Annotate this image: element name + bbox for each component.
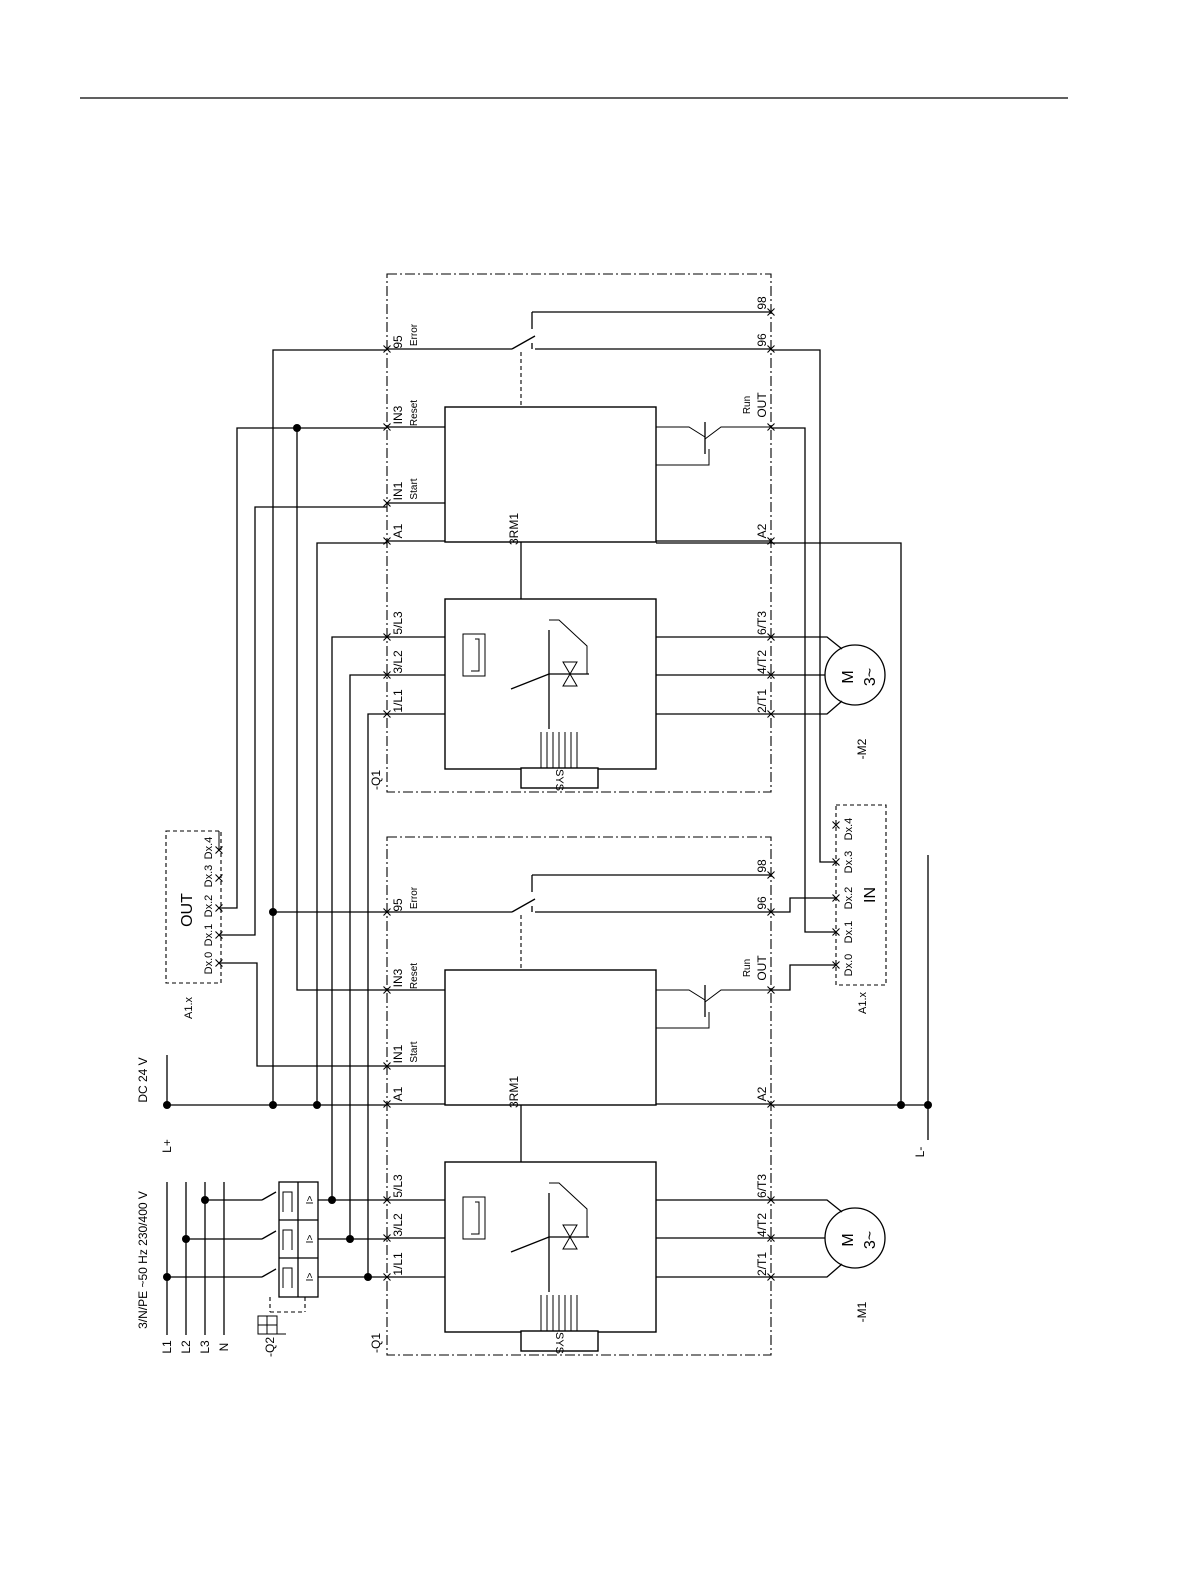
unit-1-run: Run: [742, 959, 753, 977]
unit-1-t98: 98: [755, 859, 769, 873]
unit-1-in1: IN1: [391, 1044, 405, 1063]
lplus-label: L+: [160, 1139, 174, 1153]
plc-in-dx0: Dx.0: [843, 954, 855, 977]
power-feed-unit-2: [328, 636, 387, 1281]
unit-1-out: OUT: [755, 955, 769, 981]
plc-out-dx3: Dx.3: [203, 865, 215, 888]
dc-supply: [163, 349, 932, 1140]
unit-2-run: Run: [742, 396, 753, 414]
unit-2-reset: Reset: [409, 400, 420, 426]
unit-2-error: Error: [409, 323, 420, 346]
unit-2-out: OUT: [755, 392, 769, 418]
l2-label: L2: [179, 1340, 193, 1354]
plc-output-module: A1.x OUT Dx.0 Dx.1 Dx.2 Dx.3 Dx.4: [165, 424, 387, 1067]
unit-1-in3: IN3: [391, 968, 405, 987]
circuit-breaker-q2: -Q2 I> I> I>: [257, 1181, 387, 1357]
unit-1-l1: 1/L1: [391, 1252, 405, 1276]
plc-in-dx1: Dx.1: [843, 921, 855, 944]
plc-out-title: OUT: [179, 893, 196, 927]
unit-2-t3: 6/T3: [755, 611, 769, 635]
unit-2-t98: 98: [755, 296, 769, 310]
ac-supply: [163, 1182, 262, 1335]
unit-2-l3: 5/L3: [391, 611, 405, 635]
n-label: N: [217, 1343, 231, 1352]
plc-out-dx0: Dx.0: [203, 952, 215, 975]
plc-in-dx4: Dx.4: [843, 818, 855, 841]
plc-in-dx2: Dx.2: [843, 887, 855, 910]
unit-1-error: Error: [409, 886, 420, 909]
unit-2-t2: 4/T2: [755, 650, 769, 674]
breaker-trip-label: I>: [305, 1273, 316, 1282]
unit-1-a1: A1: [391, 1086, 405, 1101]
motor-2-phase: 3~: [862, 668, 879, 686]
unit-2-labels: -Q1 3RM1 SYS 95 Error IN3 Reset IN1 Star…: [369, 296, 879, 791]
plc-out-dx1: Dx.1: [203, 924, 215, 947]
unit-1-l3: 5/L3: [391, 1174, 405, 1198]
unit-2-t1: 2/T1: [755, 689, 769, 713]
motor-2-tag: -M2: [855, 738, 869, 759]
supply-labels: 3/N/PE ~50 Hz 230/400 V L1 L2 L3 N DC 24…: [136, 1057, 927, 1353]
unit-1-device: 3RM1: [507, 1076, 521, 1108]
unit-2-a1: A1: [391, 523, 405, 538]
unit-1-t95: 95: [391, 898, 405, 912]
unit-1-start: Start: [409, 1041, 420, 1062]
unit-2-start: Start: [409, 478, 420, 499]
unit-1-sys: SYS: [553, 1332, 565, 1354]
plc-out-dx4: Dx.4: [203, 837, 215, 860]
motor-1-tag: -M1: [855, 1301, 869, 1322]
motor-1-phase: 3~: [862, 1231, 879, 1249]
ac-supply-label: 3/N/PE ~50 Hz 230/400 V: [136, 1191, 150, 1329]
unit-2-tag: -Q1: [369, 770, 383, 790]
unit-1-t96: 96: [755, 896, 769, 910]
plc-out-tag: A1.x: [183, 996, 195, 1019]
l1-label: L1: [160, 1340, 174, 1354]
unit-1-t2: 4/T2: [755, 1213, 769, 1237]
plc-input-module: A1.x IN Dx.0 Dx.1 Dx.2 Dx.3 Dx.4: [771, 349, 887, 1014]
breaker-trip-label: I>: [305, 1196, 316, 1205]
soft-starter-2: [384, 274, 886, 792]
unit-2-t95: 95: [391, 335, 405, 349]
soft-starter-1: [384, 837, 886, 1355]
plc-in-title: IN: [862, 887, 879, 903]
unit-2-l2: 3/L2: [391, 650, 405, 674]
motor-1-m: M: [840, 1233, 857, 1246]
dc-supply-label: DC 24 V: [136, 1057, 150, 1102]
unit-1-reset: Reset: [409, 963, 420, 989]
unit-2-a2: A2: [755, 523, 769, 538]
unit-1-t1: 2/T1: [755, 1252, 769, 1276]
unit-1-a2: A2: [755, 1086, 769, 1101]
unit-2-in3: IN3: [391, 405, 405, 424]
unit-1-l2: 3/L2: [391, 1213, 405, 1237]
unit-2-device: 3RM1: [507, 513, 521, 545]
unit-1-t3: 6/T3: [755, 1174, 769, 1198]
plc-out-dx2: Dx.2: [203, 895, 215, 918]
motor-2-m: M: [840, 670, 857, 683]
unit-2-sys: SYS: [553, 769, 565, 791]
plc-in-dx3: Dx.3: [843, 851, 855, 874]
unit-2-t96: 96: [755, 333, 769, 347]
breaker-tag: -Q2: [263, 1337, 277, 1357]
unit-2-in1: IN1: [391, 481, 405, 500]
plc-in-tag: A1.x: [857, 991, 869, 1014]
breaker-trip-label: I>: [305, 1235, 316, 1244]
unit-1-tag: -Q1: [369, 1333, 383, 1353]
lminus-label: L-: [913, 1147, 927, 1158]
l3-label: L3: [198, 1340, 212, 1354]
unit-1-labels: -Q1 3RM1 SYS 95 Error IN3 Reset IN1 Star…: [369, 859, 879, 1354]
unit-2-l1: 1/L1: [391, 689, 405, 713]
